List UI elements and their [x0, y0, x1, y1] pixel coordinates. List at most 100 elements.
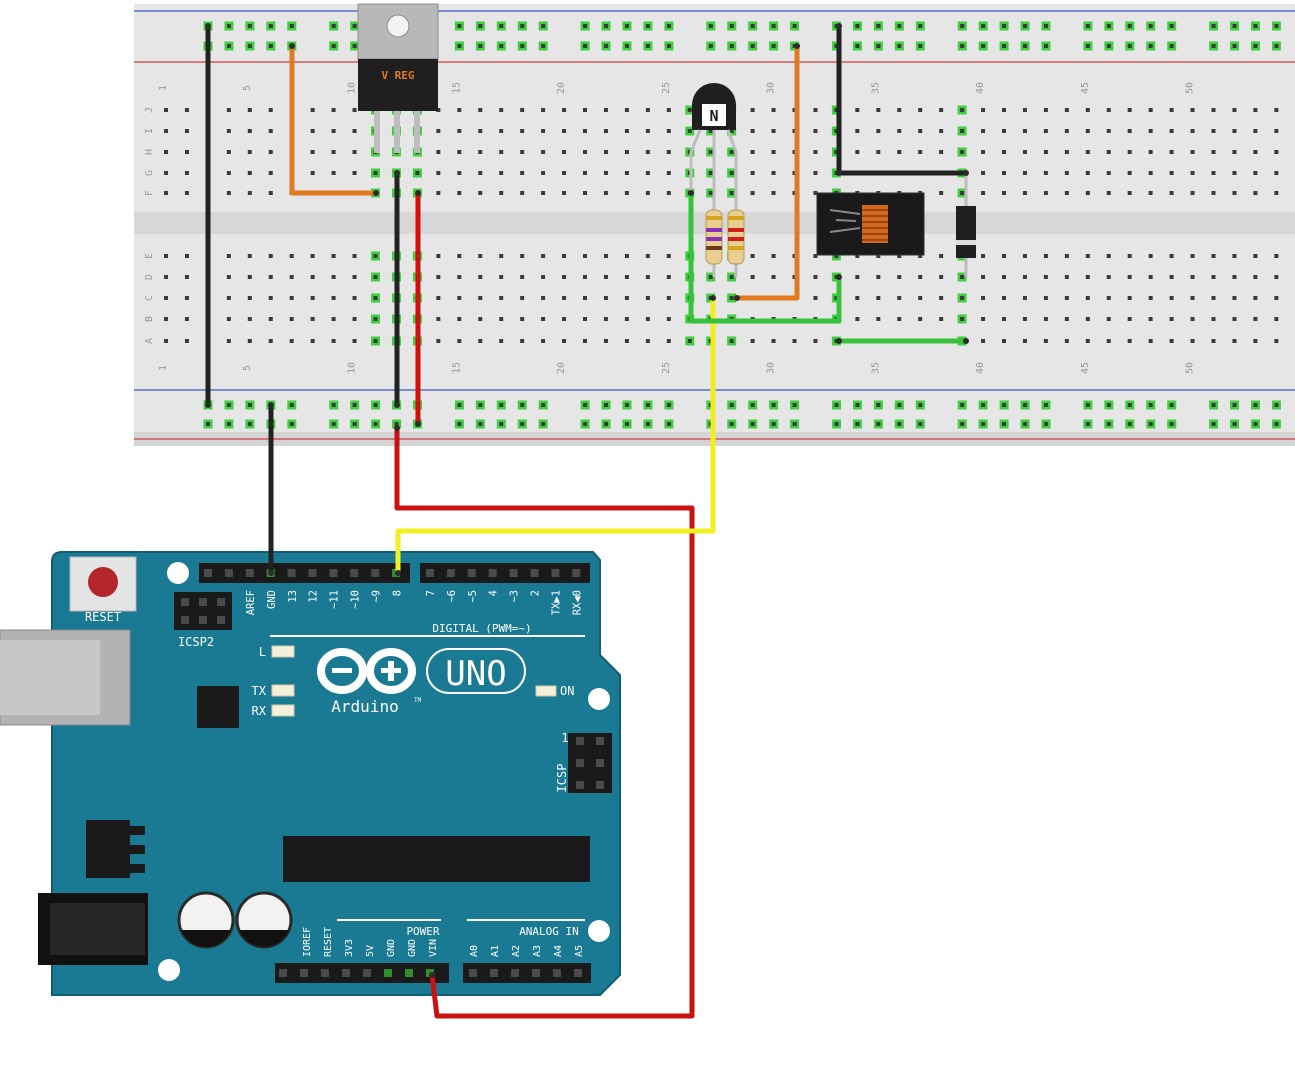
wire-end — [734, 295, 740, 301]
column-number: 30 — [766, 82, 777, 94]
wire-end — [289, 43, 295, 49]
rail-hole — [457, 403, 462, 407]
breadboard-hole — [1106, 150, 1111, 154]
header-pin — [217, 616, 225, 624]
breadboard-hole — [184, 275, 189, 279]
rail-hole — [1253, 422, 1258, 426]
breadboard-hole — [164, 317, 168, 321]
breadboard-hole — [457, 339, 462, 343]
breadboard-hole — [624, 317, 629, 321]
breadboard-hole — [478, 275, 483, 279]
breadboard-hole — [184, 191, 189, 195]
wire-end — [963, 338, 969, 344]
breadboard-hole — [436, 129, 441, 133]
breadboard-hole — [1169, 191, 1174, 195]
breadboard-hole — [457, 171, 462, 175]
diode-icon — [956, 206, 976, 258]
breadboard-hole — [1127, 150, 1132, 154]
breadboard-hole — [541, 191, 546, 195]
header-pin — [363, 969, 371, 977]
breadboard-hole — [373, 275, 378, 279]
breadboard-hole — [478, 317, 483, 321]
rail-hole — [583, 44, 588, 48]
breadboard-hole — [499, 129, 504, 133]
wire-end — [415, 190, 421, 196]
rail-hole — [247, 403, 252, 407]
breadboard-hole — [499, 108, 504, 112]
column-number: 45 — [1080, 82, 1091, 94]
usb-connector-inner — [0, 640, 100, 715]
breadboard-hole — [729, 150, 734, 154]
breadboard-hole — [603, 129, 608, 133]
breadboard-hole — [813, 171, 818, 175]
breadboard-hole — [1190, 275, 1195, 279]
rail-hole — [541, 24, 546, 28]
wire-end — [688, 190, 694, 196]
header-pin — [576, 781, 584, 789]
breadboard-hole — [331, 171, 336, 175]
rail-hole — [960, 403, 965, 407]
breadboard-hole — [918, 317, 923, 321]
breadboard-hole — [1253, 171, 1258, 175]
diode-cathode-band — [956, 240, 976, 245]
breadboard-hole — [624, 339, 629, 343]
breadboard-hole — [981, 191, 986, 195]
breadboard-hole — [268, 129, 273, 133]
rail-hole — [583, 403, 588, 407]
breadboard-hole — [813, 254, 818, 258]
rail-hole — [729, 422, 734, 426]
breadboard-hole — [499, 296, 504, 300]
header-pin — [553, 969, 561, 977]
breadboard-hole — [289, 317, 294, 321]
breadboard-hole — [708, 275, 713, 279]
breadboard-hole — [1232, 296, 1237, 300]
icsp2-pins — [181, 598, 225, 624]
analog-pin-label: A5 — [574, 945, 585, 957]
breadboard-hole — [520, 296, 525, 300]
breadboard-hole — [1211, 339, 1216, 343]
breadboard-hole — [729, 171, 734, 175]
breadboard-hole — [436, 150, 441, 154]
breadboard-hole — [247, 339, 252, 343]
rail-hole — [478, 44, 483, 48]
breadboard-hole — [939, 317, 944, 321]
breadboard-hole — [499, 150, 504, 154]
digital-pin-label: ~11 — [329, 590, 341, 609]
breadboard-hole — [164, 191, 168, 195]
reset-button[interactable] — [88, 567, 118, 597]
breadboard-hole — [1043, 108, 1048, 112]
column-number: 25 — [661, 362, 672, 374]
rail-hole — [268, 44, 273, 48]
wire-end — [268, 402, 274, 408]
rail-hole — [373, 422, 378, 426]
digital-pin-label: RX◀0 — [571, 590, 583, 615]
breadboard-hole — [457, 191, 462, 195]
breadboard-hole — [1127, 254, 1132, 258]
rail-hole — [226, 24, 231, 28]
breadboard-hole — [813, 339, 818, 343]
breadboard-hole — [562, 171, 567, 175]
breadboard-hole — [1253, 296, 1258, 300]
rail-hole — [1106, 24, 1111, 28]
breadboard-hole — [184, 317, 189, 321]
icsp-pin1-label: 1 — [561, 731, 568, 745]
breadboard-hole — [897, 296, 902, 300]
breadboard-hole — [1274, 275, 1279, 279]
wire-end — [394, 402, 400, 408]
breadboard-hole — [289, 254, 294, 258]
relay — [816, 192, 925, 256]
breadboard-hole — [226, 339, 231, 343]
header-pin — [279, 969, 287, 977]
reset-label: RESET — [85, 610, 121, 624]
column-number: 25 — [661, 82, 672, 94]
breadboard-hole — [918, 296, 923, 300]
breadboard-hole — [645, 129, 650, 133]
wire-end-markers — [205, 23, 969, 978]
breadboard-hole — [184, 150, 189, 154]
rail-hole — [645, 422, 650, 426]
breadboard-hole — [520, 108, 525, 112]
transistor-label: N — [709, 107, 718, 125]
breadboard-hole — [247, 129, 252, 133]
breadboard-hole — [268, 150, 273, 154]
